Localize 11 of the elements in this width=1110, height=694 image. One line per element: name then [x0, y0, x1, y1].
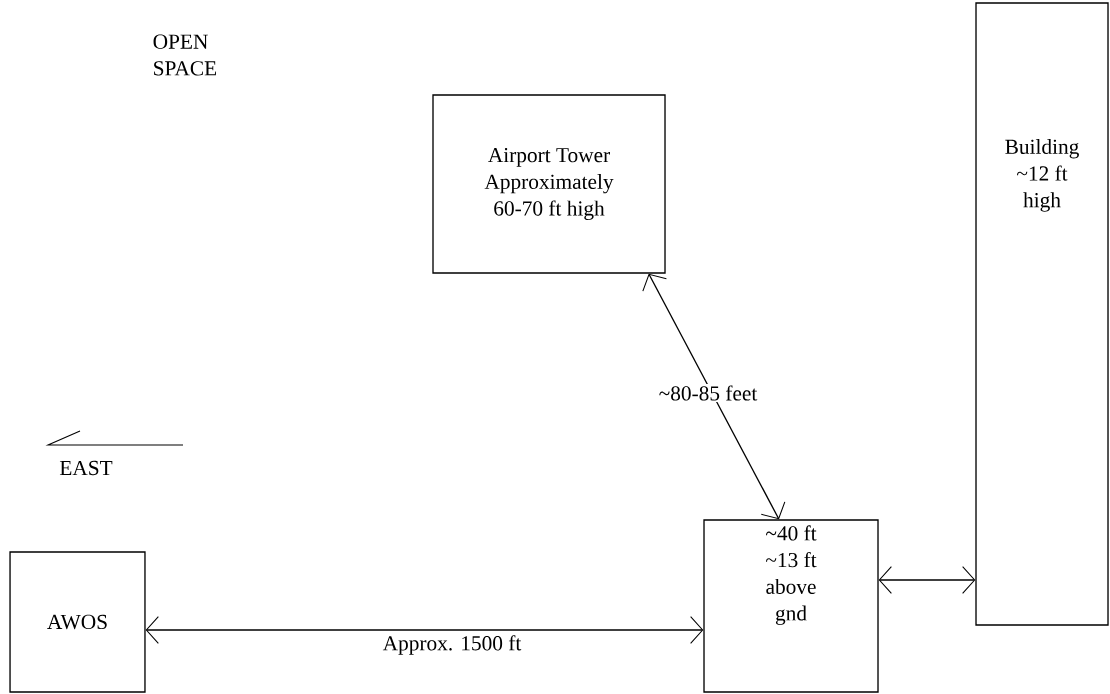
arrow — [878, 566, 976, 594]
edge-label: Approx. 1500 ft — [381, 633, 523, 657]
sensor-box: ~40 ft ~13 ft above gnd — [703, 519, 879, 693]
building-box: Building ~12 ft high — [975, 2, 1109, 626]
arrow — [642, 273, 786, 520]
tower-box: Airport Tower Approximately 60-70 ft high — [432, 94, 666, 274]
sensor-box: AWOS — [9, 551, 146, 693]
area-label: OPEN SPACE — [153, 34, 217, 76]
direction-label: EAST — [59, 460, 113, 476]
arrow — [145, 616, 704, 644]
edge-label: ~80-85 feet — [657, 384, 759, 402]
